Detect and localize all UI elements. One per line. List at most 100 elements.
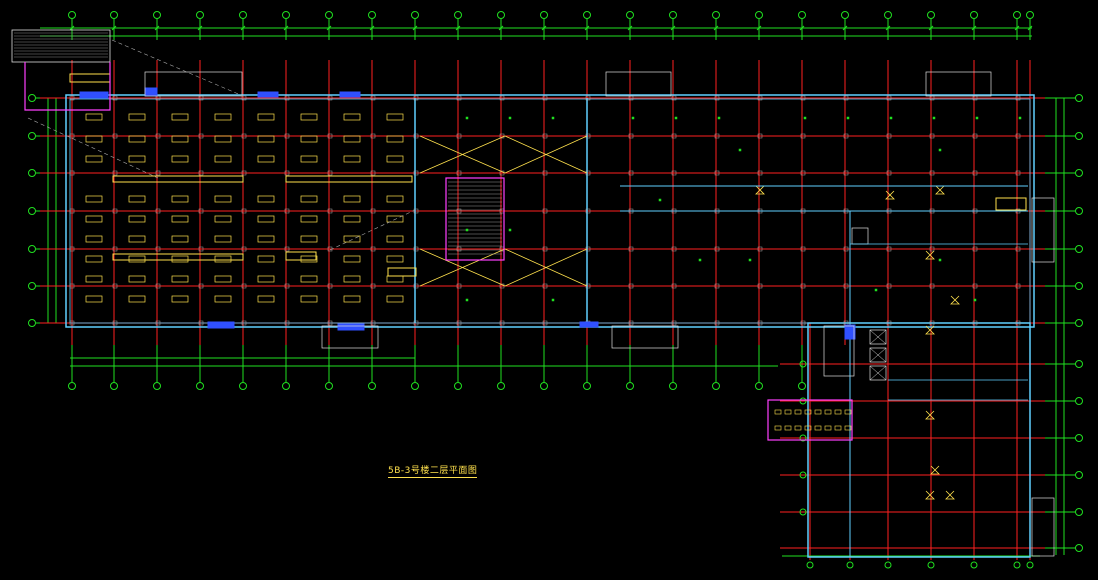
brace <box>504 135 588 174</box>
column-pad <box>198 246 204 252</box>
stair-marker <box>257 91 279 98</box>
desk-fixture <box>85 215 103 223</box>
desk-fixture <box>214 275 232 283</box>
column-pad <box>112 133 118 139</box>
axis-bubble-bottom <box>153 382 161 390</box>
column-pad <box>671 133 677 139</box>
dim-tick <box>713 25 719 31</box>
symbol-marker <box>465 116 469 120</box>
desk-fixture <box>300 215 318 223</box>
column-pad <box>671 95 677 101</box>
annex-fixture <box>774 409 782 415</box>
axis-bubble-top <box>669 11 677 19</box>
desk-fixture <box>343 113 361 121</box>
column-pad <box>886 283 892 289</box>
axis-bubble-left <box>28 94 36 102</box>
symbol-marker <box>698 258 702 262</box>
counter-bar <box>69 73 111 83</box>
column-pad <box>714 283 720 289</box>
column-pad <box>69 283 75 289</box>
elevator-shaft <box>869 365 887 381</box>
symbol-marker <box>508 228 512 232</box>
drawing-title: 5B-3号楼二层平面图 <box>388 463 478 478</box>
column-pad <box>585 170 591 176</box>
desk-fixture <box>386 215 404 223</box>
column-pad <box>542 208 548 214</box>
symbol-marker <box>748 258 752 262</box>
axis-bubble-top <box>68 11 76 19</box>
column-pad <box>972 320 978 326</box>
axis-bubble-top <box>540 11 548 19</box>
column-pad <box>198 320 204 326</box>
column-pad <box>413 170 419 176</box>
annex-fixture <box>824 425 832 431</box>
desk-fixture <box>386 155 404 163</box>
column-pad <box>757 95 763 101</box>
dim-tick <box>928 25 934 31</box>
canopy <box>605 71 672 97</box>
column-pad <box>241 95 247 101</box>
desk-fixture <box>171 113 189 121</box>
canopy <box>611 325 679 349</box>
column-pad <box>800 320 806 326</box>
axis-bubble-bottom <box>454 382 462 390</box>
counter-bar <box>285 175 413 183</box>
stair-marker <box>844 324 856 340</box>
desk-fixture <box>343 295 361 303</box>
axis-bubble-top <box>1013 11 1021 19</box>
column-pad <box>929 320 935 326</box>
axis-bubble-left <box>28 282 36 290</box>
column-pad <box>327 208 333 214</box>
axis-bubble-left <box>28 245 36 253</box>
dim-tick <box>541 25 547 31</box>
dim-tick <box>283 25 289 31</box>
desk-fixture <box>300 135 318 143</box>
stair-marker <box>579 321 599 328</box>
symbol-marker <box>674 116 678 120</box>
axis-bubble-bottom <box>497 382 505 390</box>
column-pad <box>757 246 763 252</box>
desk-fixture <box>343 135 361 143</box>
stair-marker <box>337 323 365 331</box>
column-pad <box>456 133 462 139</box>
counter-bar <box>285 251 317 261</box>
column-pad <box>155 170 161 176</box>
column-pad <box>585 95 591 101</box>
column-pad <box>413 246 419 252</box>
column-pad <box>972 283 978 289</box>
dim-tick <box>369 25 375 31</box>
column-pad <box>800 246 806 252</box>
stair-block <box>11 29 111 63</box>
column-pad <box>456 95 462 101</box>
symbol-marker <box>973 298 977 302</box>
symbol-marker <box>717 116 721 120</box>
symbol-marker <box>738 148 742 152</box>
column-pad <box>585 283 591 289</box>
desk-fixture <box>300 235 318 243</box>
annex-fixture <box>784 425 792 431</box>
annex-bubble-bottom <box>970 561 978 569</box>
annex-fixture <box>844 409 852 415</box>
column-pad <box>542 133 548 139</box>
column-pad <box>671 283 677 289</box>
column-pad <box>327 320 333 326</box>
desk-fixture <box>214 135 232 143</box>
column-pad <box>929 170 935 176</box>
column-pad <box>757 170 763 176</box>
axis-bubble-top <box>411 11 419 19</box>
column-pad <box>542 246 548 252</box>
desk-fixture <box>128 275 146 283</box>
axis-bubble-right <box>1075 245 1083 253</box>
symbol-marker <box>938 148 942 152</box>
desk-fixture <box>171 135 189 143</box>
column-pad <box>241 320 247 326</box>
desk-fixture <box>128 155 146 163</box>
desk-fixture <box>257 195 275 203</box>
axis-bubble-bottom <box>669 382 677 390</box>
counter-bar <box>112 253 244 261</box>
axis-bubble-right <box>1075 434 1083 442</box>
axis-bubble-bottom <box>110 382 118 390</box>
desk-fixture <box>386 195 404 203</box>
